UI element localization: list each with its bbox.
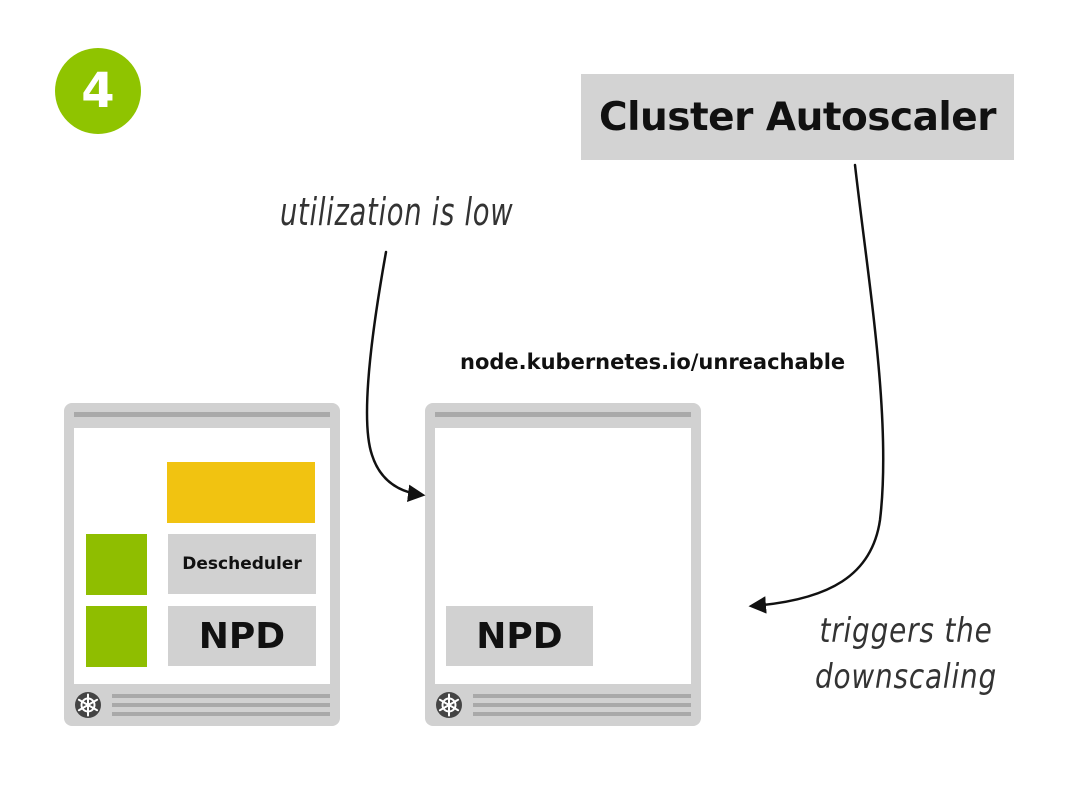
kubernetes-helm-icon [436,692,462,718]
node-2-footer-line [473,694,691,698]
node-1-titlebar [74,412,330,417]
node-2-panel: NPD [435,428,691,684]
node-2-footer-line [473,712,691,716]
pod-yellow [167,462,315,523]
triggers-note-line-1: triggers the [819,611,993,651]
utilization-arrow [365,250,426,502]
node-1-footer-line [112,694,330,698]
node-1-panel: Descheduler NPD [74,428,330,684]
pod-green-2 [86,606,147,667]
npd-pod-node-1: NPD [168,606,316,666]
node-2-titlebar [435,412,691,417]
triggers-downscaling-note: triggers the downscaling [815,608,997,700]
cluster-autoscaler-box: Cluster Autoscaler [581,74,1014,160]
npd-pod-node-2: NPD [446,606,593,666]
pod-green-1 [86,534,147,595]
node-1: Descheduler NPD [64,403,340,726]
node-2-footer-line [473,703,691,707]
step-badge: 4 [55,48,141,134]
node-1-footer-line [112,703,330,707]
descheduler-pod: Descheduler [168,534,316,594]
autoscaler-arrow [748,163,885,614]
kubernetes-helm-icon [75,692,101,718]
triggers-note-line-2: downscaling [815,657,998,697]
node-2: NPD [425,403,701,726]
taint-label: node.kubernetes.io/unreachable [460,350,846,374]
utilization-note: utilization is low [280,190,514,234]
node-1-footer-line [112,712,330,716]
